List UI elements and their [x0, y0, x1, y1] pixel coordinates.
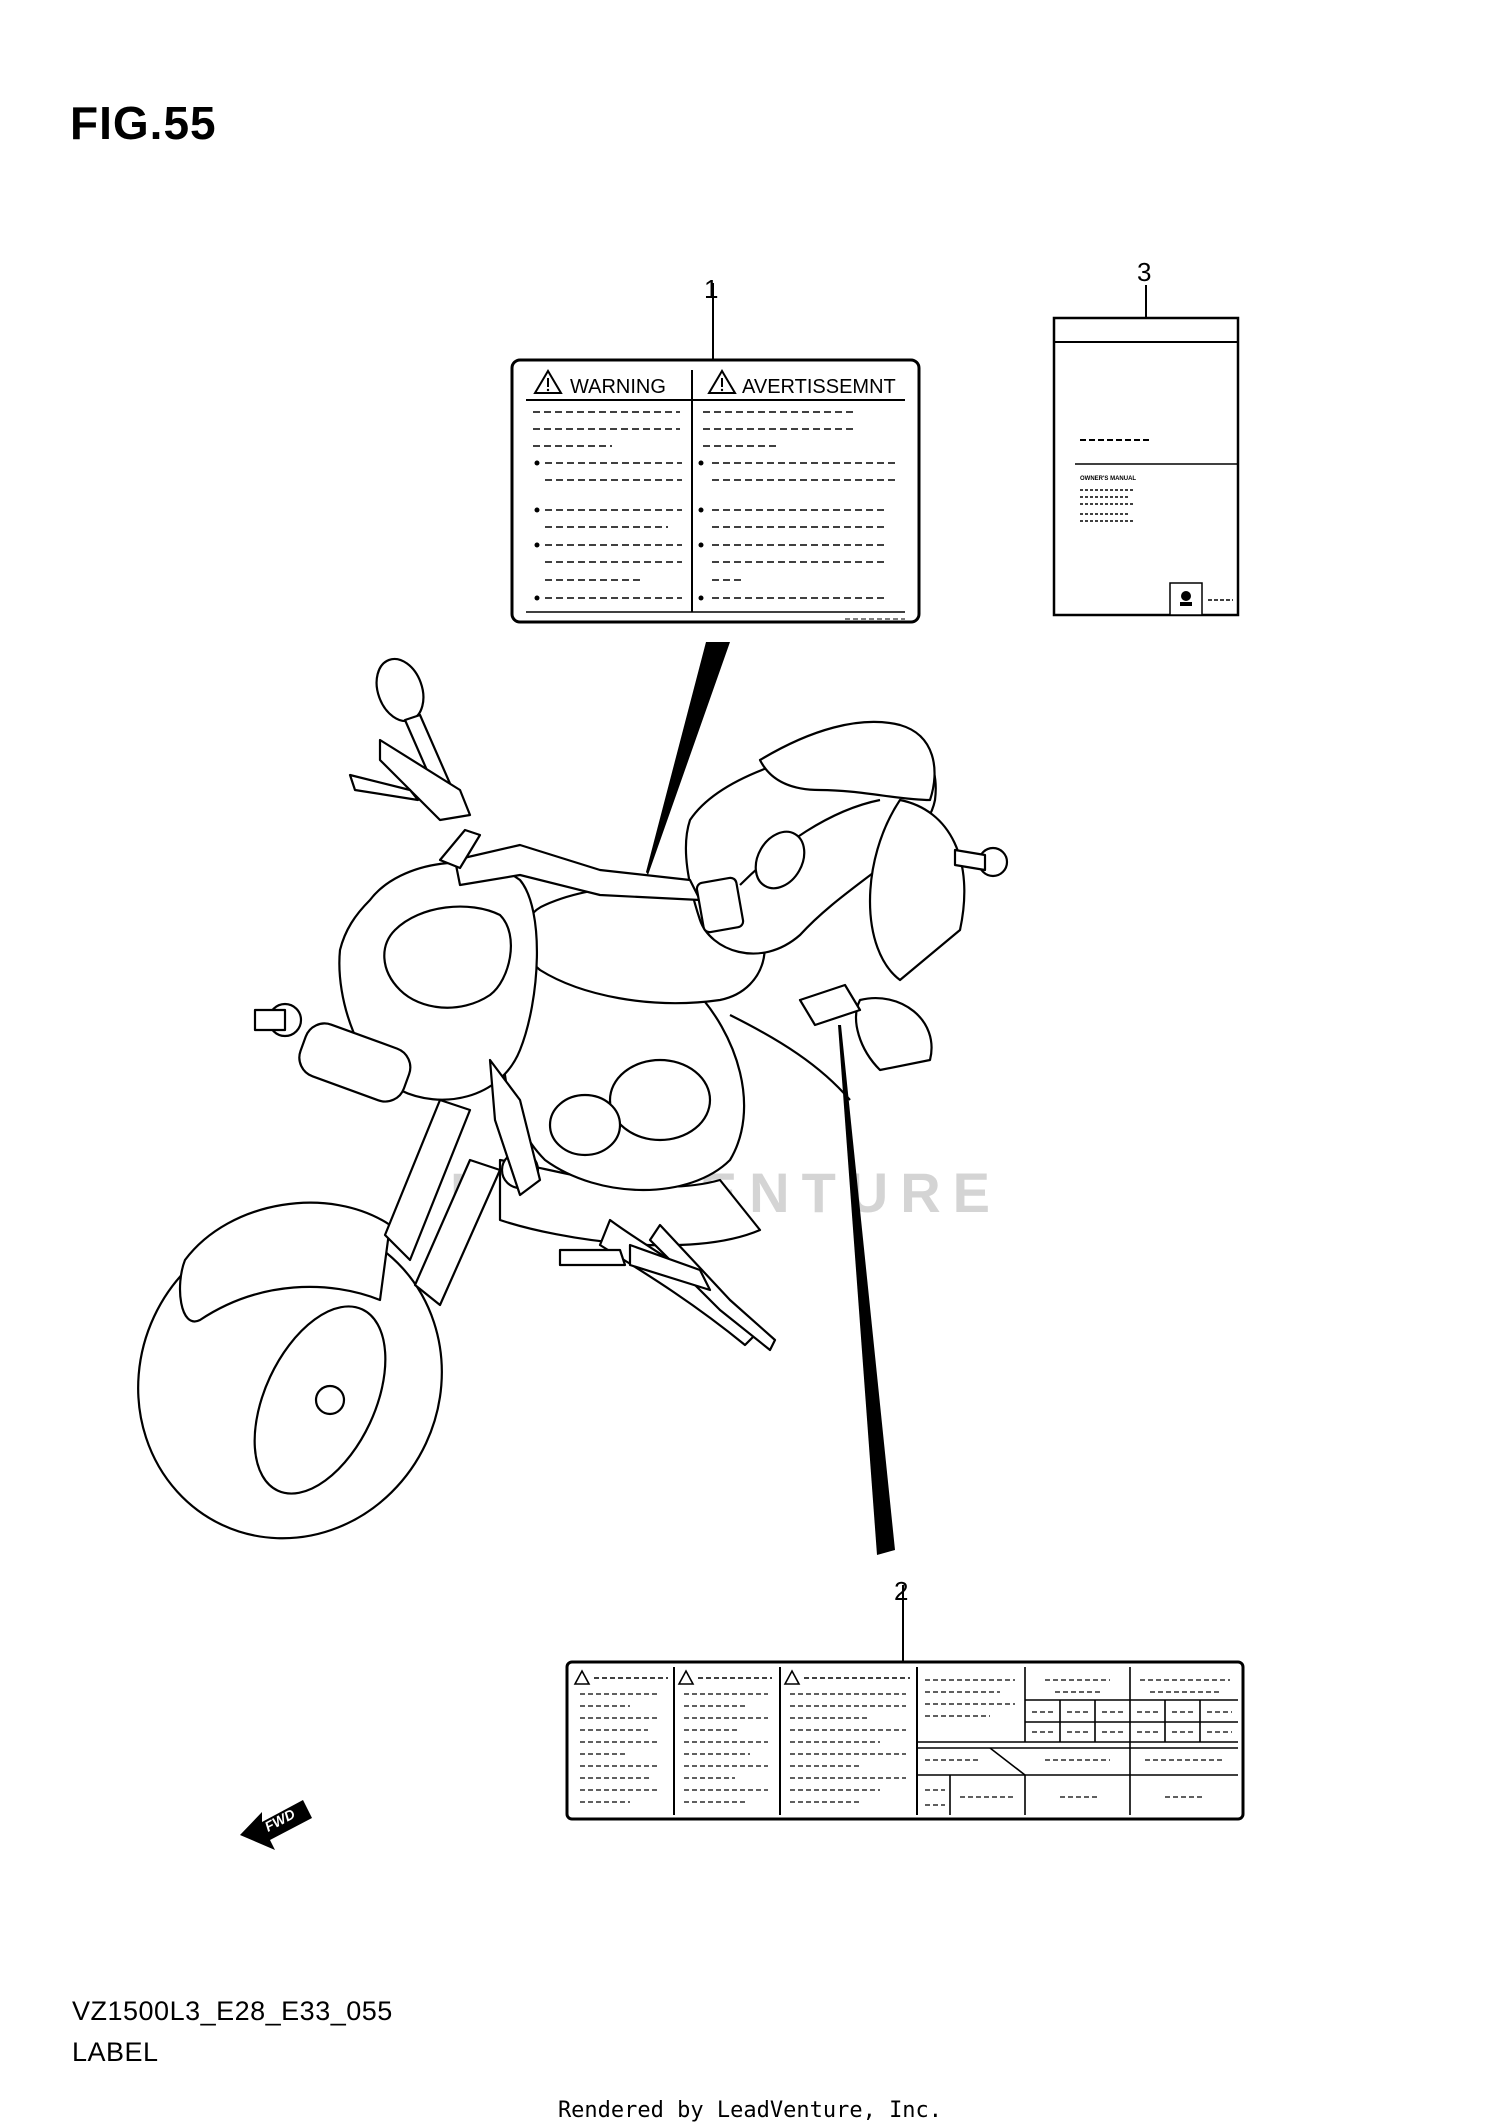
warning-text-lines-left [533, 411, 682, 599]
tire-pressure-table [917, 1667, 1238, 1815]
callout-number: 3 [1137, 257, 1152, 287]
leader-wedge-1 [646, 642, 730, 875]
warning-triangle-icon [533, 369, 563, 394]
motorcycle-illustration [137, 657, 1009, 1540]
leader-wedge-2 [838, 1025, 895, 1555]
information-label-part-2[interactable] [565, 1660, 1245, 1821]
avertissement-heading: AVERTISSEMNT [742, 376, 896, 398]
callout-number: 2 [894, 1576, 909, 1606]
render-credit: Rendered by LeadVenture, Inc. [557, 2098, 943, 2123]
owners-manual-part-3[interactable]: OWNER'S MANUAL [1052, 316, 1240, 617]
label-2-text-lines [580, 1693, 906, 1803]
section-label: LABEL [72, 2037, 159, 2067]
figure-title: FIG.55 [70, 97, 217, 149]
warning-label-part-1[interactable]: WARNING AVERTISSEMNT [510, 358, 921, 624]
bullet-points-right [698, 460, 704, 601]
callout-number: 1 [704, 274, 719, 304]
bullet-points-left [534, 460, 540, 601]
warning-text-lines-right [703, 411, 895, 599]
warning-triangle-icon [573, 1669, 801, 1685]
warning-triangle-icon [707, 369, 737, 394]
forward-direction-arrow-icon: FWD [240, 1800, 312, 1850]
brand-logo-icon [1181, 591, 1191, 601]
warning-heading: WARNING [570, 376, 666, 398]
owners-manual-caption: OWNER'S MANUAL [1080, 476, 1136, 482]
model-code: VZ1500L3_E28_E33_055 [72, 1996, 393, 2026]
